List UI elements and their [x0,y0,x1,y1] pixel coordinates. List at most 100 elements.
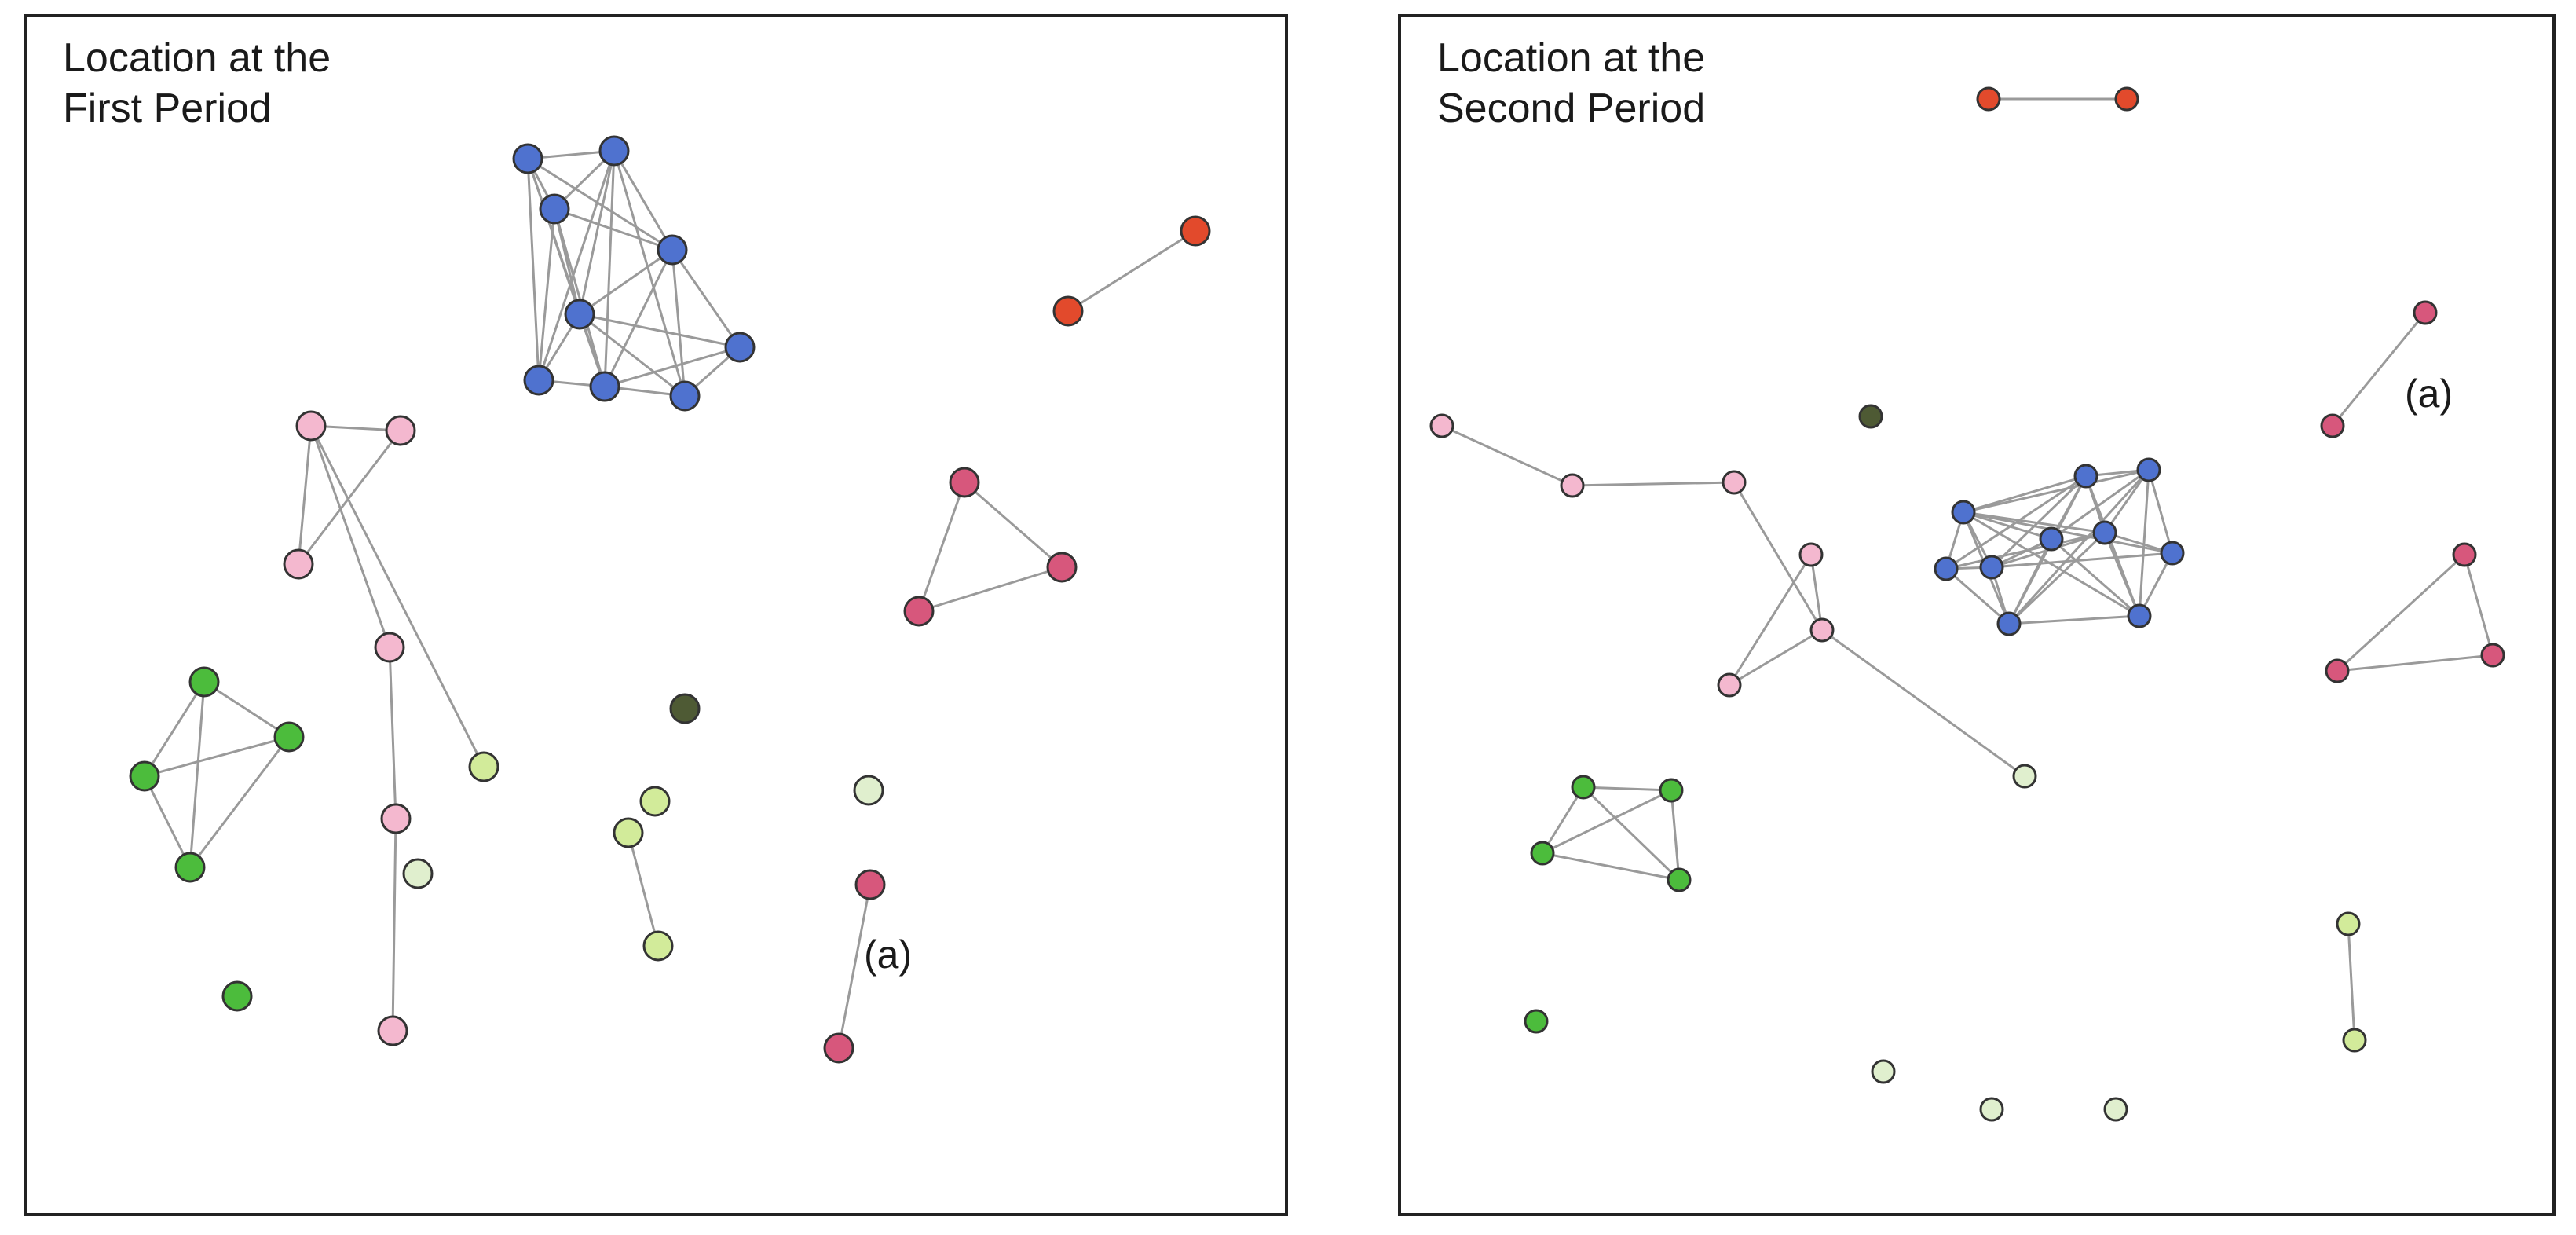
node-k4 [2480,643,2505,668]
edge-l4-l6 [627,832,660,947]
edge-k2-k3 [918,566,1063,613]
edge-b5-b7 [1991,552,2173,569]
edge-b2-b6 [1945,475,2087,570]
edge-b5-b6 [579,313,741,349]
edge-g3-g4 [1542,852,1680,881]
node-l1 [853,775,884,806]
node-k5 [2325,658,2350,683]
edge-p4-p6 [1728,554,1813,686]
edge-b4-b8 [603,249,674,387]
node-b5 [2160,541,2185,566]
node-p5 [1809,618,1835,643]
node-m4 [1979,1097,2004,1122]
node-b6 [1934,556,1959,581]
edge-b2-b7 [1990,475,2088,569]
edge-p5-p6 [1729,628,1823,687]
edge-g1-g2 [1583,786,1672,792]
node-l6 [642,930,674,962]
edge-p5-l1 [1821,628,2025,778]
panel-first-period: (a) Location at the First Period [24,14,1288,1216]
edge-p1-p4 [309,425,391,648]
node-l4 [613,817,644,848]
edge-b8-b10 [2007,538,2053,625]
node-g4 [174,852,206,883]
node-k5 [823,1032,854,1064]
node-r1 [1976,86,2001,112]
node-b2 [598,135,630,167]
edge-b3-b4 [2103,469,2150,533]
node-p3 [283,548,314,580]
edge-b1-b3 [1963,468,2150,514]
edge-b3-b8 [2007,468,2150,625]
edge-b1-b4 [527,157,673,251]
node-b1 [512,143,543,174]
edge-g1-g4 [1582,786,1681,881]
edge-b4-b5 [579,248,673,316]
edge-b2-b4 [613,150,674,251]
edge-b2-b8 [603,150,616,387]
node-b2 [2073,464,2098,489]
edge-b1-b10 [1963,511,2052,541]
node-k2 [2320,413,2345,438]
title-line-2: Second Period [1437,86,1706,131]
edge-b2-b5 [578,150,616,315]
edge-g1-g3 [143,681,206,777]
edge-b3-b8 [553,208,606,387]
edge-g1-g3 [1541,786,1585,854]
edge-b4-b6 [671,249,741,348]
node-p4 [374,632,405,663]
edge-p3-p5 [1733,482,1824,631]
edge-b6-b8 [604,346,741,388]
edge-p4-p5 [1809,554,1824,631]
node-b6 [724,332,756,363]
node-k3 [2452,542,2477,567]
edge-g2-g4 [188,736,291,868]
edge-b6-b8 [1945,567,2010,625]
edge-p5-p6 [391,818,397,1032]
edge-b2-b7 [537,150,616,381]
node-b10 [2039,526,2064,552]
node-g3 [1530,841,1555,866]
edge-k1-k3 [917,482,966,612]
edge-b1-b2 [1963,475,2087,514]
edge-k4-k5 [2336,654,2494,672]
edge-b4-b9 [671,249,686,397]
edge-p1-p2 [1441,424,1573,487]
edge-k4-k5 [837,884,872,1049]
node-g2 [1659,778,1684,803]
node-b4 [2092,520,2117,545]
edge-b3-b9 [2138,469,2150,617]
node-k3 [903,596,935,627]
node-b5 [564,299,595,330]
panel-second-period: (a) Location at the Second Period [1398,14,2556,1216]
node-p1 [295,410,327,442]
node-r1 [1180,215,1211,247]
edges [143,149,1196,1049]
node-k1 [949,467,980,498]
edge-k3-k4 [2463,554,2494,656]
node-b1 [1951,500,1976,525]
edge-b3-b4 [554,207,673,251]
node-m5 [2103,1097,2128,1122]
node-b3 [539,193,570,225]
node-l1 [2012,764,2037,789]
edge-k1-k2 [2331,312,2427,427]
node-p1 [1429,413,1454,438]
node-b9 [669,380,701,412]
annotation-label: (a) [2405,372,2453,416]
edge-b3-b5 [2147,469,2174,554]
edge-b1-b4 [1963,511,2106,534]
node-p4 [1798,542,1824,567]
title-line-2: First Period [63,86,272,131]
annotation-label: (a) [864,933,912,977]
node-o1 [669,693,701,724]
edge-g1-g2 [203,680,290,738]
node-g5 [221,980,253,1012]
edge-b3-b10 [2051,468,2150,541]
edge-k3-k5 [2336,553,2466,672]
node-l5 [402,858,434,889]
node-b8 [589,371,620,402]
edge-g3-g4 [143,775,192,868]
node-m3 [1871,1059,1896,1084]
edge-g2-g3 [144,735,290,778]
